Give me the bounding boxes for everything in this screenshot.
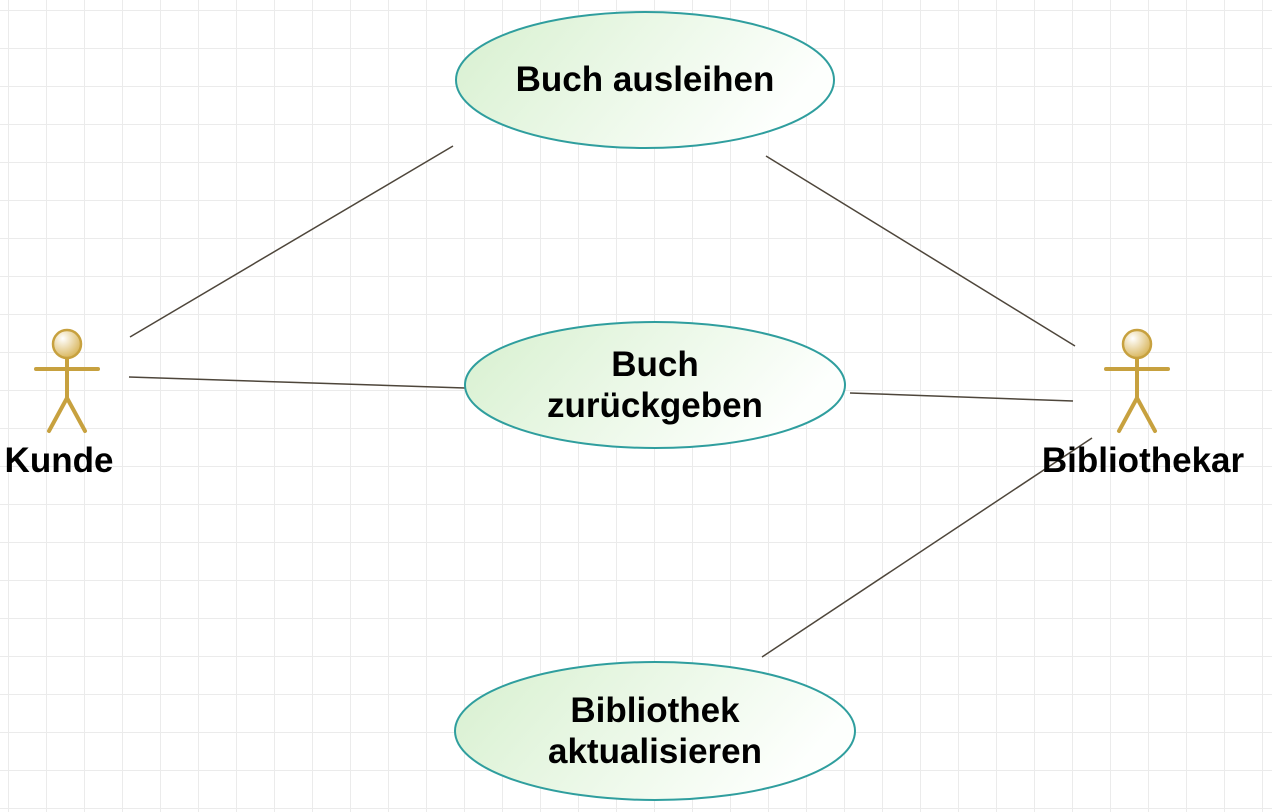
usecase-buch-ausleihen-label[interactable]: Buch ausleihen [456,12,834,148]
actor-right-leg [1135,396,1157,433]
association-bibliothekar-buch-ausleihen[interactable] [765,155,1076,347]
actor-bibliothekar-figure[interactable] [1104,328,1170,433]
actor-kunde-figure[interactable] [34,328,100,433]
association-kunde-buch-ausleihen[interactable] [129,145,454,338]
association-kunde-buch-zurueckgeben[interactable] [128,376,466,389]
association-bibliothekar-bibliothek-aktualisieren[interactable] [761,437,1093,658]
usecase-buch-ausleihen-shape[interactable] [455,11,835,149]
usecase-label-line: Buch [611,344,699,384]
actor-left-leg [47,396,69,433]
actor-label-bibliothekar: Bibliothekar [1041,441,1245,480]
actor-head [51,328,83,360]
actor-right-leg [65,396,87,433]
usecase-buch-zurueckgeben-shape[interactable] [464,321,846,449]
usecase-buch-zurueckgeben-label[interactable]: Buch zurückgeben [465,322,845,448]
association-bibliothekar-buch-zurueckgeben[interactable] [849,392,1074,402]
usecase-label-line: Buch ausleihen [515,60,775,100]
actor-left-leg [1117,396,1139,433]
usecase-bibliothek-aktualisieren-shape[interactable] [454,661,856,801]
actor-label-kunde: Kunde [4,441,114,480]
usecase-bibliothek-aktualisieren-label[interactable]: Bibliothek aktualisieren [455,662,855,800]
usecase-label-line: zurückgeben [547,386,763,425]
usecase-label-line: aktualisieren [548,732,762,771]
usecase-label-line: Bibliothek [570,690,740,730]
actor-head [1121,328,1153,360]
